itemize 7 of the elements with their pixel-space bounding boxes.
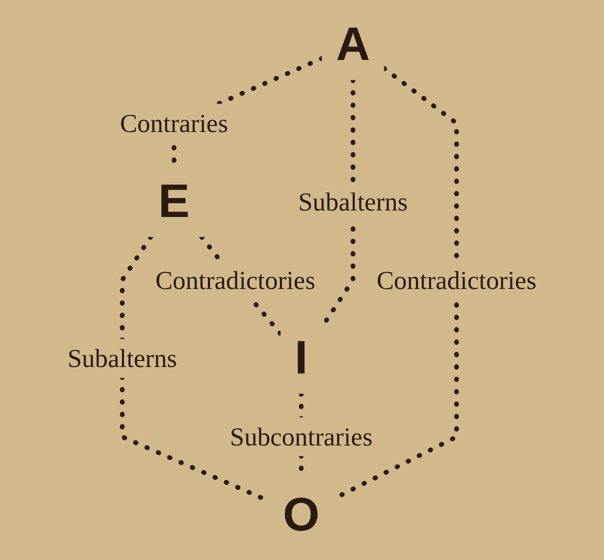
edge-label: Contradictories — [376, 265, 536, 295]
edge-label: Subalterns — [68, 344, 178, 374]
edge-label: Subcontraries — [230, 422, 373, 452]
node-text: O — [282, 489, 320, 542]
edge-label: Contraries — [120, 108, 228, 138]
edge-label: Subalterns — [298, 186, 408, 216]
edge-label: Contradictories — [155, 265, 316, 295]
